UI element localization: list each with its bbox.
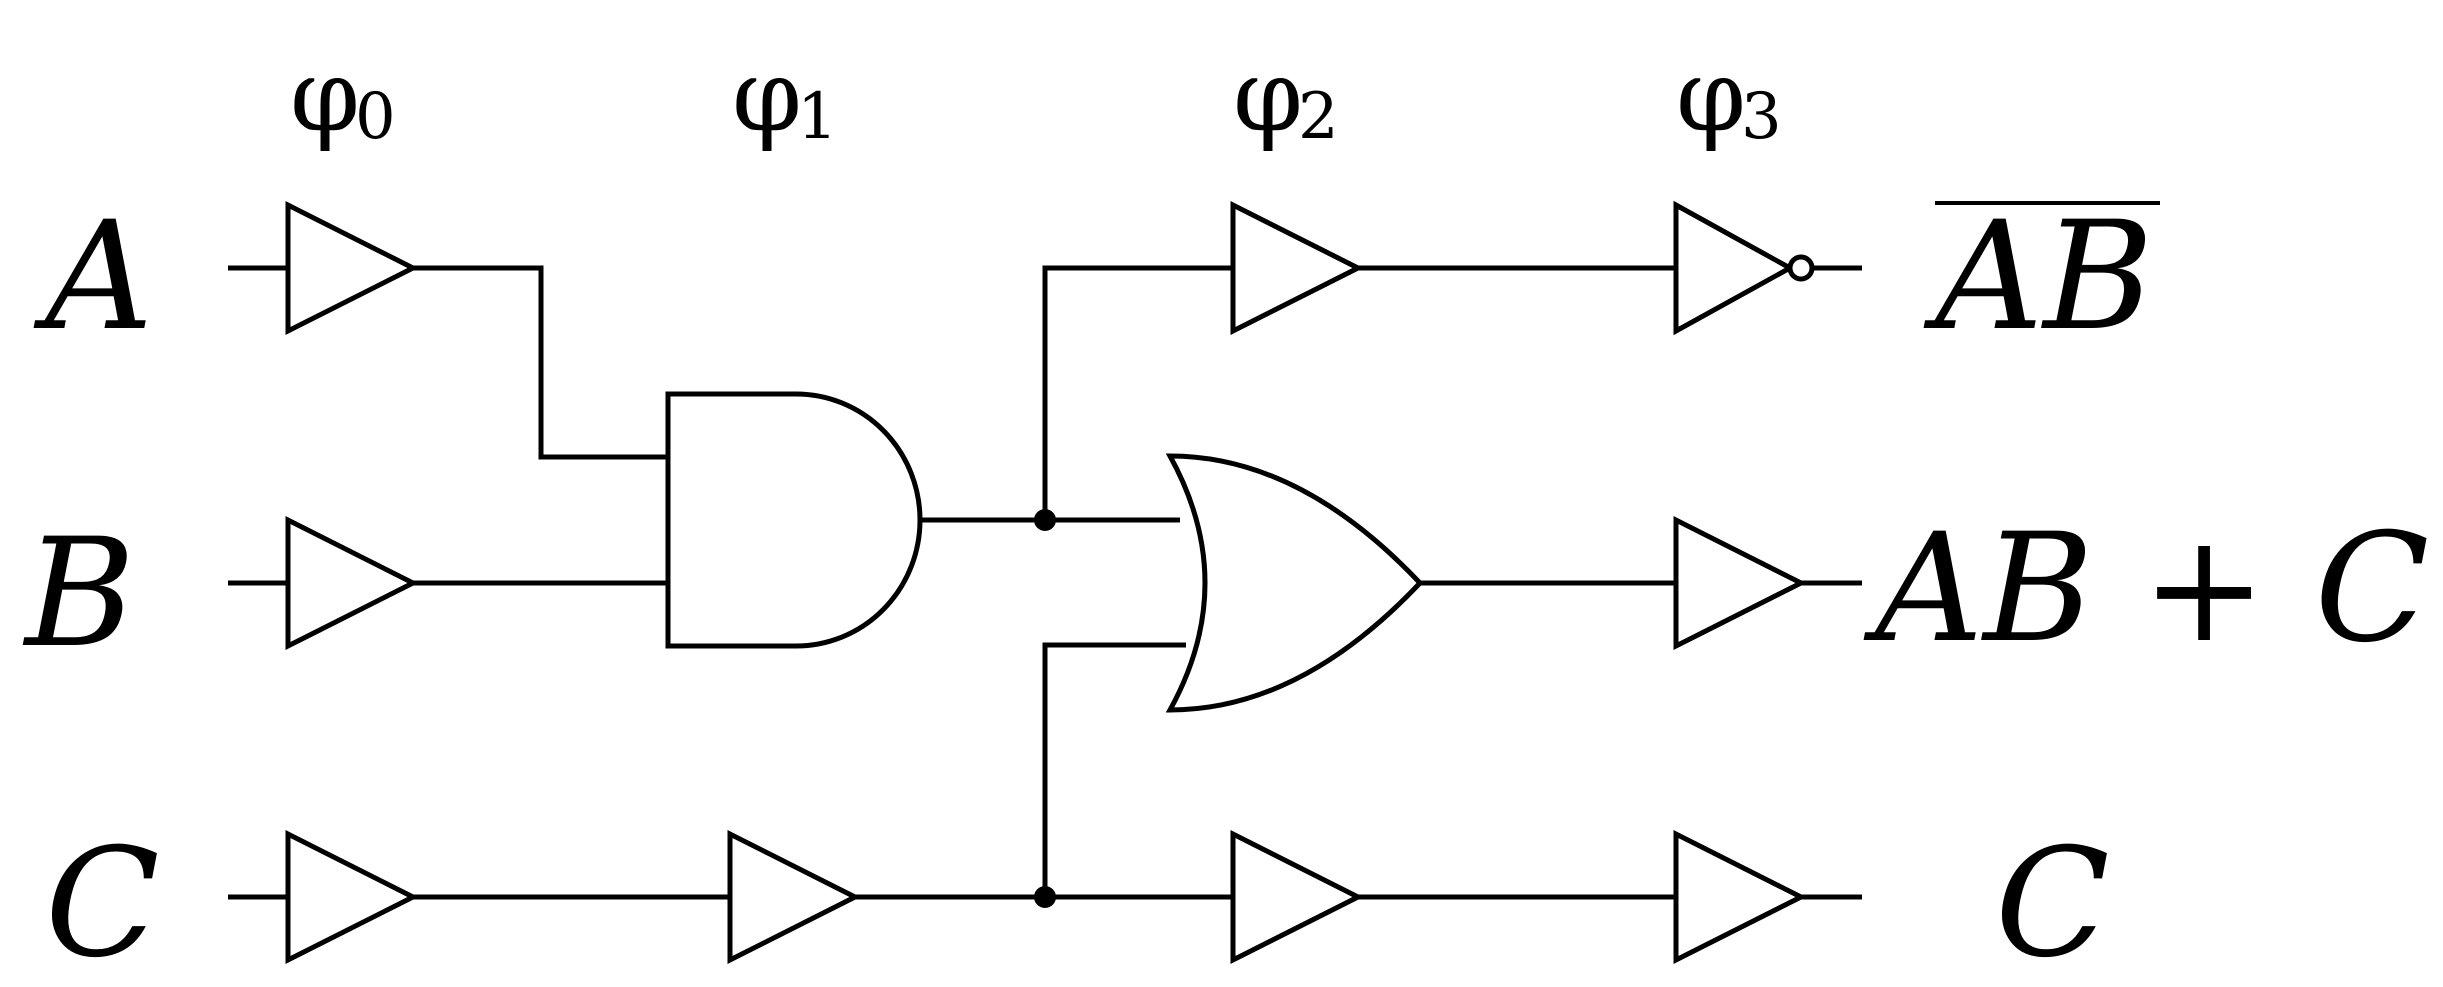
buffer-phi3-or (1673, 515, 1807, 651)
not-gate (1673, 200, 1796, 336)
input-label-b: B (22, 507, 135, 681)
phase-label-0: φ 0 (290, 37, 396, 154)
input-label-c: C (45, 817, 160, 987)
svg-text:2: 2 (1298, 80, 1339, 154)
buffer-phi0-c (285, 829, 419, 965)
buffer-phi2-ab (1230, 200, 1364, 336)
svg-text:3: 3 (1741, 80, 1782, 154)
buffer-phi3-c (1673, 829, 1807, 965)
svg-text:φ: φ (290, 37, 360, 154)
buffer-phi0-a (285, 200, 419, 336)
wire-ab-up (1042, 265, 1233, 520)
svg-text:φ: φ (1676, 37, 1746, 154)
svg-text:0: 0 (355, 80, 396, 154)
wire-a-to-and (413, 265, 668, 460)
buffer-phi2-c (1230, 829, 1364, 965)
not-gate-bubble (1787, 254, 1815, 282)
svg-text:1: 1 (797, 80, 838, 154)
wire-c-to-or (1042, 642, 1186, 897)
wires (228, 265, 1862, 900)
svg-text:φ: φ (1233, 37, 1303, 154)
svg-text:φ: φ (732, 37, 802, 154)
phase-label-1: φ 1 (732, 37, 838, 154)
junction-dot-c (1034, 886, 1056, 908)
buffer-phi1-c (727, 829, 861, 965)
or-gate (1165, 453, 1424, 713)
output-label-nand: AB (1923, 190, 2160, 364)
junction-dot-ab (1034, 509, 1056, 531)
and-gate (665, 391, 923, 649)
input-label-a: A (33, 190, 153, 364)
output-label-c: C (1995, 817, 2110, 987)
svg-text:AB: AB (1923, 190, 2154, 364)
output-label-or: AB + C (1863, 502, 2429, 676)
phase-label-2: φ 2 (1233, 37, 1339, 154)
phase-label-3: φ 3 (1676, 37, 1782, 154)
buffer-phi0-b (285, 515, 419, 651)
